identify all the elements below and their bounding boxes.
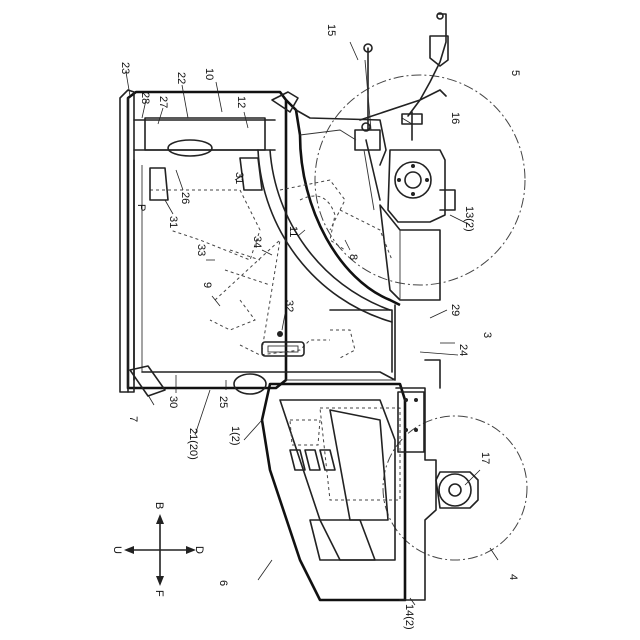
label-8: 8 [347,254,359,260]
label-22: 22 [175,72,187,84]
rear-wheel-outline [315,75,525,285]
label-3: 3 [481,332,493,338]
label-17: 17 [479,452,491,464]
compass-up-label: B [153,502,165,509]
label-12: 12 [235,96,247,108]
rear-axle-housing [380,150,455,300]
label-31-right: 31 [233,172,245,184]
label-14-2: 14(2) [403,604,415,630]
label-23: 23 [119,62,131,74]
label-25: 25 [217,396,229,408]
label-31-left: 31 [167,216,179,228]
label-30: 30 [167,396,179,408]
label-26: 26 [179,192,191,204]
label-7: 7 [127,416,139,422]
label-34: 34 [251,236,263,248]
label-13-2: 13(2) [463,206,475,232]
direction-compass: B F U D [111,502,205,597]
label-16: 16 [449,112,461,124]
label-6: 6 [217,580,229,586]
rear-fender [258,100,400,322]
label-5: 5 [509,70,521,76]
label-4: 4 [507,574,519,580]
label-33: 33 [195,244,207,256]
label-P: P [135,204,147,211]
side-mirror [130,92,298,396]
label-10: 10 [203,68,215,80]
label-29: 29 [449,304,461,316]
label-21-20: 21(20) [187,428,199,460]
label-28: 28 [139,92,151,104]
compass-down-label: F [153,590,165,597]
label-9: 9 [201,282,213,288]
compass-right-label: D [193,546,205,554]
label-11: 11 [287,226,299,237]
front-frame [396,360,478,600]
door-handle [262,331,304,356]
label-24: 24 [457,344,469,356]
label-32: 32 [283,300,295,312]
label-1-2: 1(2) [229,426,241,446]
label-15: 15 [325,24,337,36]
three-point-hitch [355,13,448,210]
label-27: 27 [157,96,169,108]
reference-labels: 23 28 27 22 10 12 15 5 16 26 31 31 P 33 … [119,24,521,630]
compass-left-label: U [111,546,123,554]
